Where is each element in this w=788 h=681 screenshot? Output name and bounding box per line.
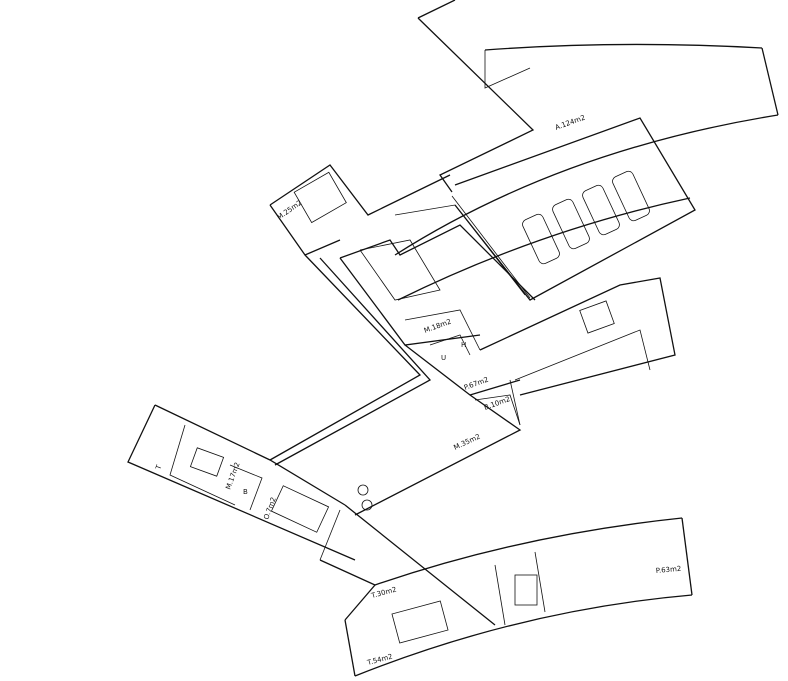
room-label-a: A.124m2 bbox=[554, 114, 586, 132]
room-label-t-30: T.30m2 bbox=[369, 586, 397, 601]
central-block bbox=[269, 164, 676, 426]
room-label-m-top: M.25m2 bbox=[276, 199, 304, 222]
room-label-h: H bbox=[461, 341, 466, 349]
parking-spaces bbox=[522, 170, 650, 265]
room-label-m-left: M.17m2 bbox=[224, 461, 241, 490]
corridor bbox=[269, 254, 522, 516]
room-label-b: B.10m2 bbox=[483, 395, 511, 412]
room-label-b-small: B bbox=[243, 488, 248, 496]
room-label-u: U bbox=[441, 354, 446, 362]
room-label-p-right: P.63m2 bbox=[655, 565, 681, 575]
southwest-wing bbox=[127, 404, 356, 561]
room-label-m-corridor: M.35m2 bbox=[452, 433, 481, 452]
tree-icon bbox=[357, 484, 373, 511]
room-labels: A.124m2 M.25m2 M.18m2 P.67m2 B.10m2 M.35… bbox=[154, 114, 682, 668]
room-label-t-left: T bbox=[154, 463, 164, 471]
room-label-t-54: T.54m2 bbox=[365, 653, 393, 668]
room-label-m-mid: M.18m2 bbox=[423, 318, 452, 335]
north-wing bbox=[394, 0, 779, 301]
room-label-o: O.7m2 bbox=[262, 496, 277, 521]
room-label-p-mid: P.67m2 bbox=[463, 376, 490, 392]
south-wing bbox=[319, 504, 693, 677]
